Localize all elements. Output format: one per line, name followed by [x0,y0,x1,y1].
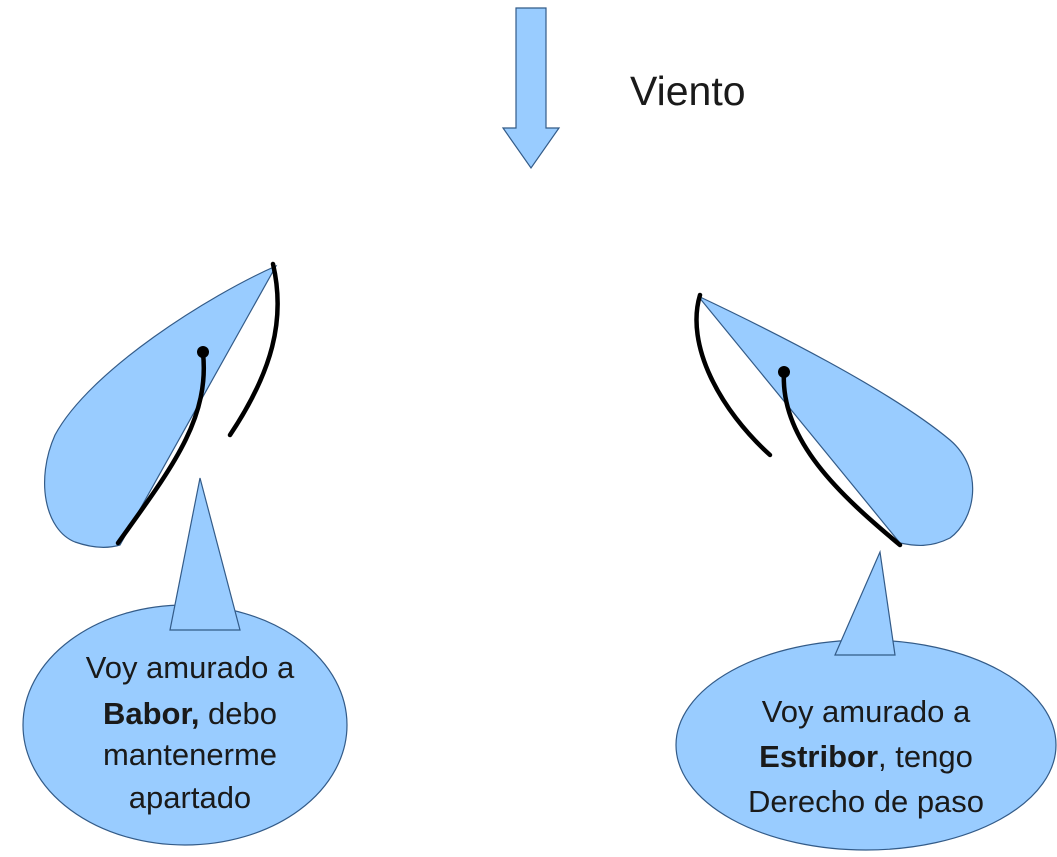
left-bubble-line-4: apartado [129,780,251,815]
left-boat-mast [197,346,209,358]
left-boat-hull [44,264,278,548]
left-bubble-tail [169,477,241,631]
right-bubble-line-2: Estribor, tengo [759,739,973,774]
left-bubble-line-3: mantenerme [103,737,277,772]
right-boat-hull [697,295,974,546]
right-boat-mast [778,366,790,378]
right-speech-bubble: Voy amurado a Estribor, tengo Derecho de… [675,549,1057,851]
right-bubble-bold-term: Estribor [759,739,878,774]
left-boat-jib [227,261,280,438]
right-bubble-tail [834,549,896,656]
left-speech-bubble: Voy amurado a Babor, debo mantenerme apa… [22,477,348,846]
right-bubble-line-2-rest: , tengo [878,739,973,774]
right-boat-jib [694,292,773,458]
right-bubble-line-1: Voy amurado a [762,694,971,729]
right-boat-mainsail [781,369,903,548]
wind-label: Viento [630,68,746,114]
left-bubble-line-2-rest: debo [199,696,277,731]
left-bubble-bold-term: Babor, [103,696,199,731]
wind-arrow [501,7,561,170]
left-bubble-line-1: Voy amurado a [86,650,295,685]
left-boat-mainsail [115,350,207,546]
right-boat [694,292,974,548]
left-boat [44,261,280,548]
right-bubble-line-3: Derecho de paso [748,784,984,819]
left-bubble-line-2: Babor, debo [103,696,277,731]
